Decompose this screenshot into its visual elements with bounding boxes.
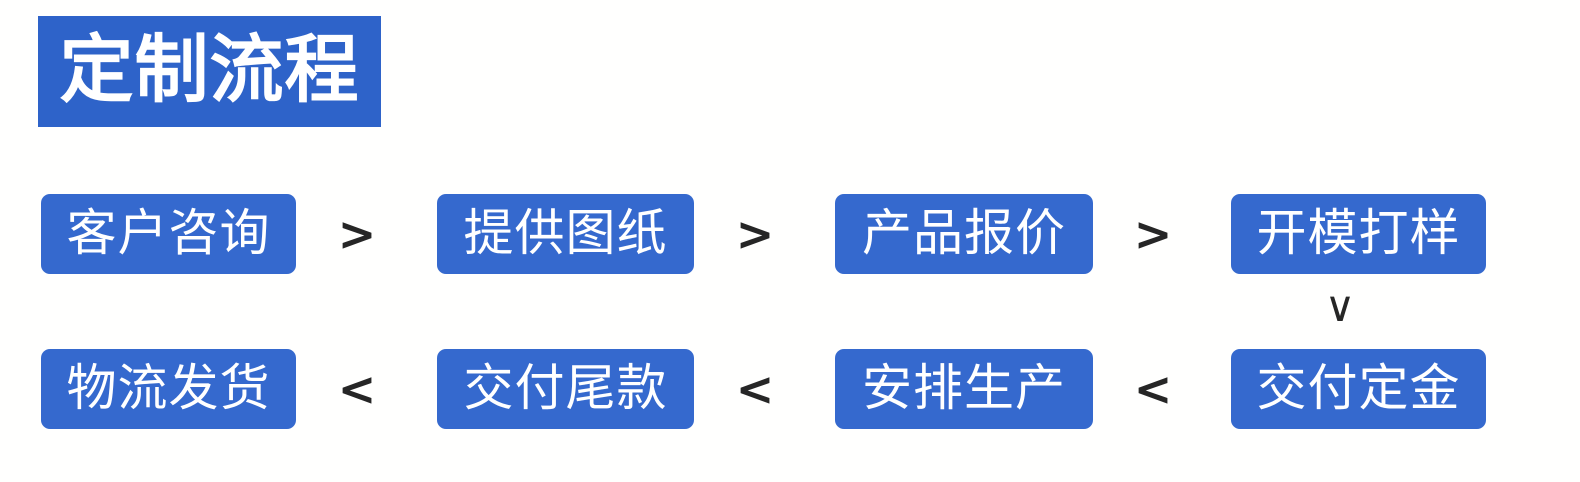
flow-step-label: 物流发货 [66, 359, 271, 416]
flow-step-product-quotation[interactable]: 产品报价 [835, 194, 1093, 274]
flow-step-customer-inquiry[interactable]: 客户咨询 [41, 194, 296, 274]
flow-step-label: 提供图纸 [463, 204, 668, 261]
flow-step-logistics-shipping[interactable]: 物流发货 [41, 349, 296, 429]
flow-step-arrange-production[interactable]: 安排生产 [835, 349, 1093, 429]
chevron-down-icon: ∨ [1324, 282, 1356, 331]
flow-step-label: 交付定金 [1256, 359, 1461, 416]
flow-row-2: 物流发货 < 交付尾款 < 安排生产 < 交付定金 [0, 349, 1580, 429]
flow-step-mold-sampling[interactable]: 开模打样 [1231, 194, 1486, 274]
chevron-right-icon: > [735, 207, 775, 261]
flow-step-label: 交付尾款 [463, 359, 668, 416]
flow-row-1: 客户咨询 > 提供图纸 > 产品报价 > 开模打样 [0, 194, 1580, 274]
section-title-badge: 定制流程 [38, 16, 381, 127]
chevron-left-icon: < [1133, 362, 1173, 416]
flow-step-label: 开模打样 [1256, 204, 1461, 261]
page-title: 定制流程 [59, 27, 360, 111]
chevron-right-icon: > [1133, 207, 1173, 261]
chevron-left-icon: < [337, 362, 377, 416]
chevron-left-icon: < [735, 362, 775, 416]
flow-step-label: 产品报价 [862, 204, 1066, 261]
flow-step-final-payment[interactable]: 交付尾款 [437, 349, 694, 429]
flow-step-deposit-payment[interactable]: 交付定金 [1231, 349, 1486, 429]
flow-step-label: 客户咨询 [66, 204, 271, 261]
flow-step-provide-drawings[interactable]: 提供图纸 [437, 194, 694, 274]
chevron-right-icon: > [337, 207, 377, 261]
flow-step-label: 安排生产 [862, 359, 1066, 416]
